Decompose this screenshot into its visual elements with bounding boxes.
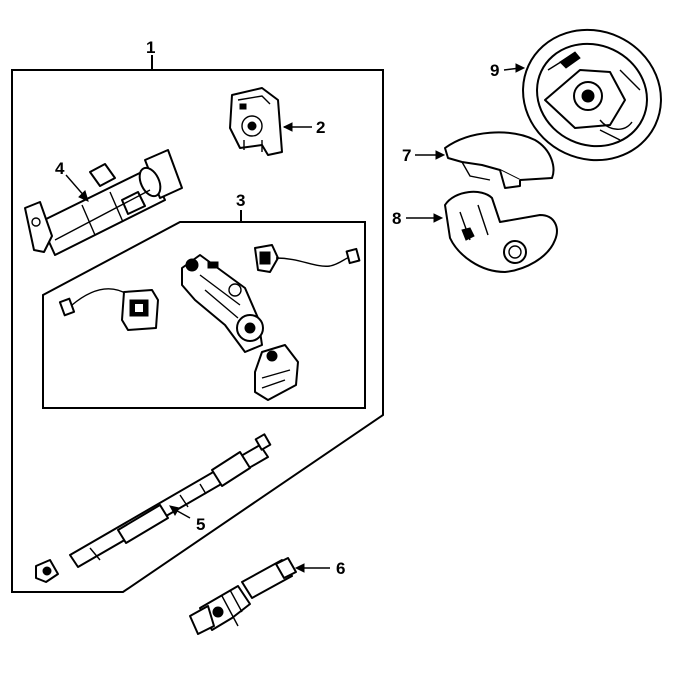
callout-7-arrowhead xyxy=(435,150,446,160)
callout-6-arrowhead xyxy=(294,563,305,573)
callout-5: 5 xyxy=(196,515,205,534)
part-6-universal-joint xyxy=(189,557,297,635)
part-3-connector-wire xyxy=(254,244,361,273)
callout-7: 7 xyxy=(402,146,411,165)
callout-9-arrowhead xyxy=(515,63,526,73)
part-9-steering-wheel xyxy=(522,28,662,162)
part-3-lock-housing xyxy=(181,254,264,353)
callout-2-arrowhead xyxy=(282,122,293,132)
callout-8: 8 xyxy=(392,209,401,228)
part-8-lower-cover xyxy=(444,190,558,273)
part-3-lock-cylinder xyxy=(254,344,299,401)
callout-8-arrowhead xyxy=(433,213,444,223)
callout-4-arrowhead xyxy=(78,190,89,202)
callout-6: 6 xyxy=(336,559,345,578)
callout-2: 2 xyxy=(316,118,325,137)
callout-9: 9 xyxy=(490,61,499,80)
assembly-outline xyxy=(11,69,384,593)
callout-4: 4 xyxy=(55,159,65,178)
callout-5-arrowhead xyxy=(169,505,180,517)
callout-3: 3 xyxy=(236,191,245,210)
part-4-column-tube xyxy=(24,149,183,256)
part-2-switch-bracket xyxy=(229,87,283,156)
part-7-upper-cover xyxy=(444,131,555,189)
callout-1: 1 xyxy=(146,38,155,57)
part-5-steering-shaft xyxy=(35,433,272,583)
subassembly-outline xyxy=(42,221,366,409)
part-3-key-sensor xyxy=(58,288,159,331)
